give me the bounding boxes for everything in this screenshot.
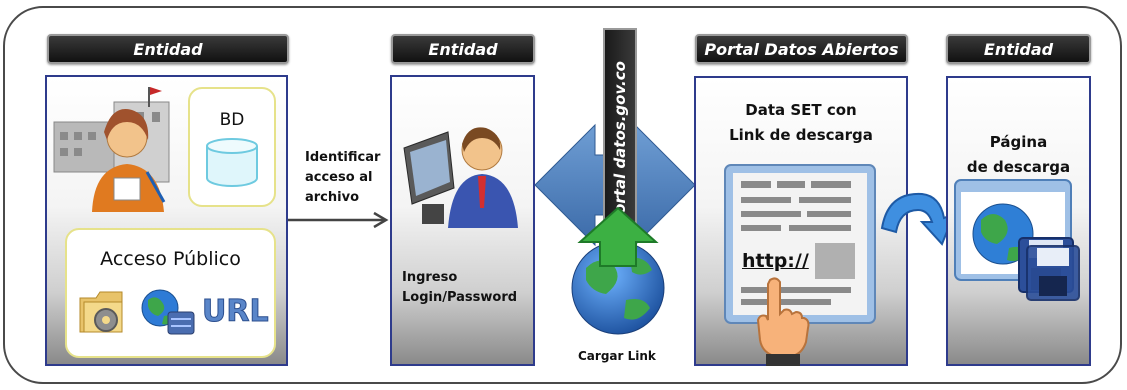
identificar-label-2: acceso al (305, 170, 373, 185)
ingreso-label: Ingreso (402, 270, 458, 285)
globe-server-icon (141, 289, 195, 335)
user-computer-icon (403, 127, 518, 228)
dataset-title-2: Link de descarga (729, 126, 873, 144)
document-page-icon (724, 164, 876, 324)
identificar-label-3: archivo (305, 190, 360, 205)
web-page-globe-icon (954, 179, 1080, 301)
header-entidad-1: Entidad (47, 34, 289, 64)
curved-arrow-icon (880, 192, 956, 246)
folder-gear-icon (79, 291, 123, 333)
flow-arrow-icon (288, 211, 389, 229)
http-label: http:// (742, 250, 809, 272)
login-password-label: Login/Password (402, 290, 518, 305)
pagina-title-2: de descarga (966, 158, 1071, 176)
acceso-publico-label: Acceso Público (100, 248, 241, 270)
dataset-title-1: Data SET con (745, 101, 857, 119)
header-portal-datos-abiertos: Portal Datos Abiertos (695, 34, 908, 64)
globe-upload-icon (571, 206, 665, 335)
bd-label: BD (219, 110, 245, 130)
database-icon (206, 138, 258, 187)
building-person-icon (53, 87, 170, 212)
url-label: URL (202, 294, 270, 330)
identificar-label-1: Identificar (305, 150, 381, 165)
pagina-title-1: Página (989, 133, 1048, 151)
header-entidad-2: Entidad (391, 34, 535, 64)
pointing-hand-icon (756, 277, 810, 366)
cargar-link-label: Cargar Link (578, 349, 656, 363)
header-entidad-4: Entidad (946, 34, 1091, 64)
